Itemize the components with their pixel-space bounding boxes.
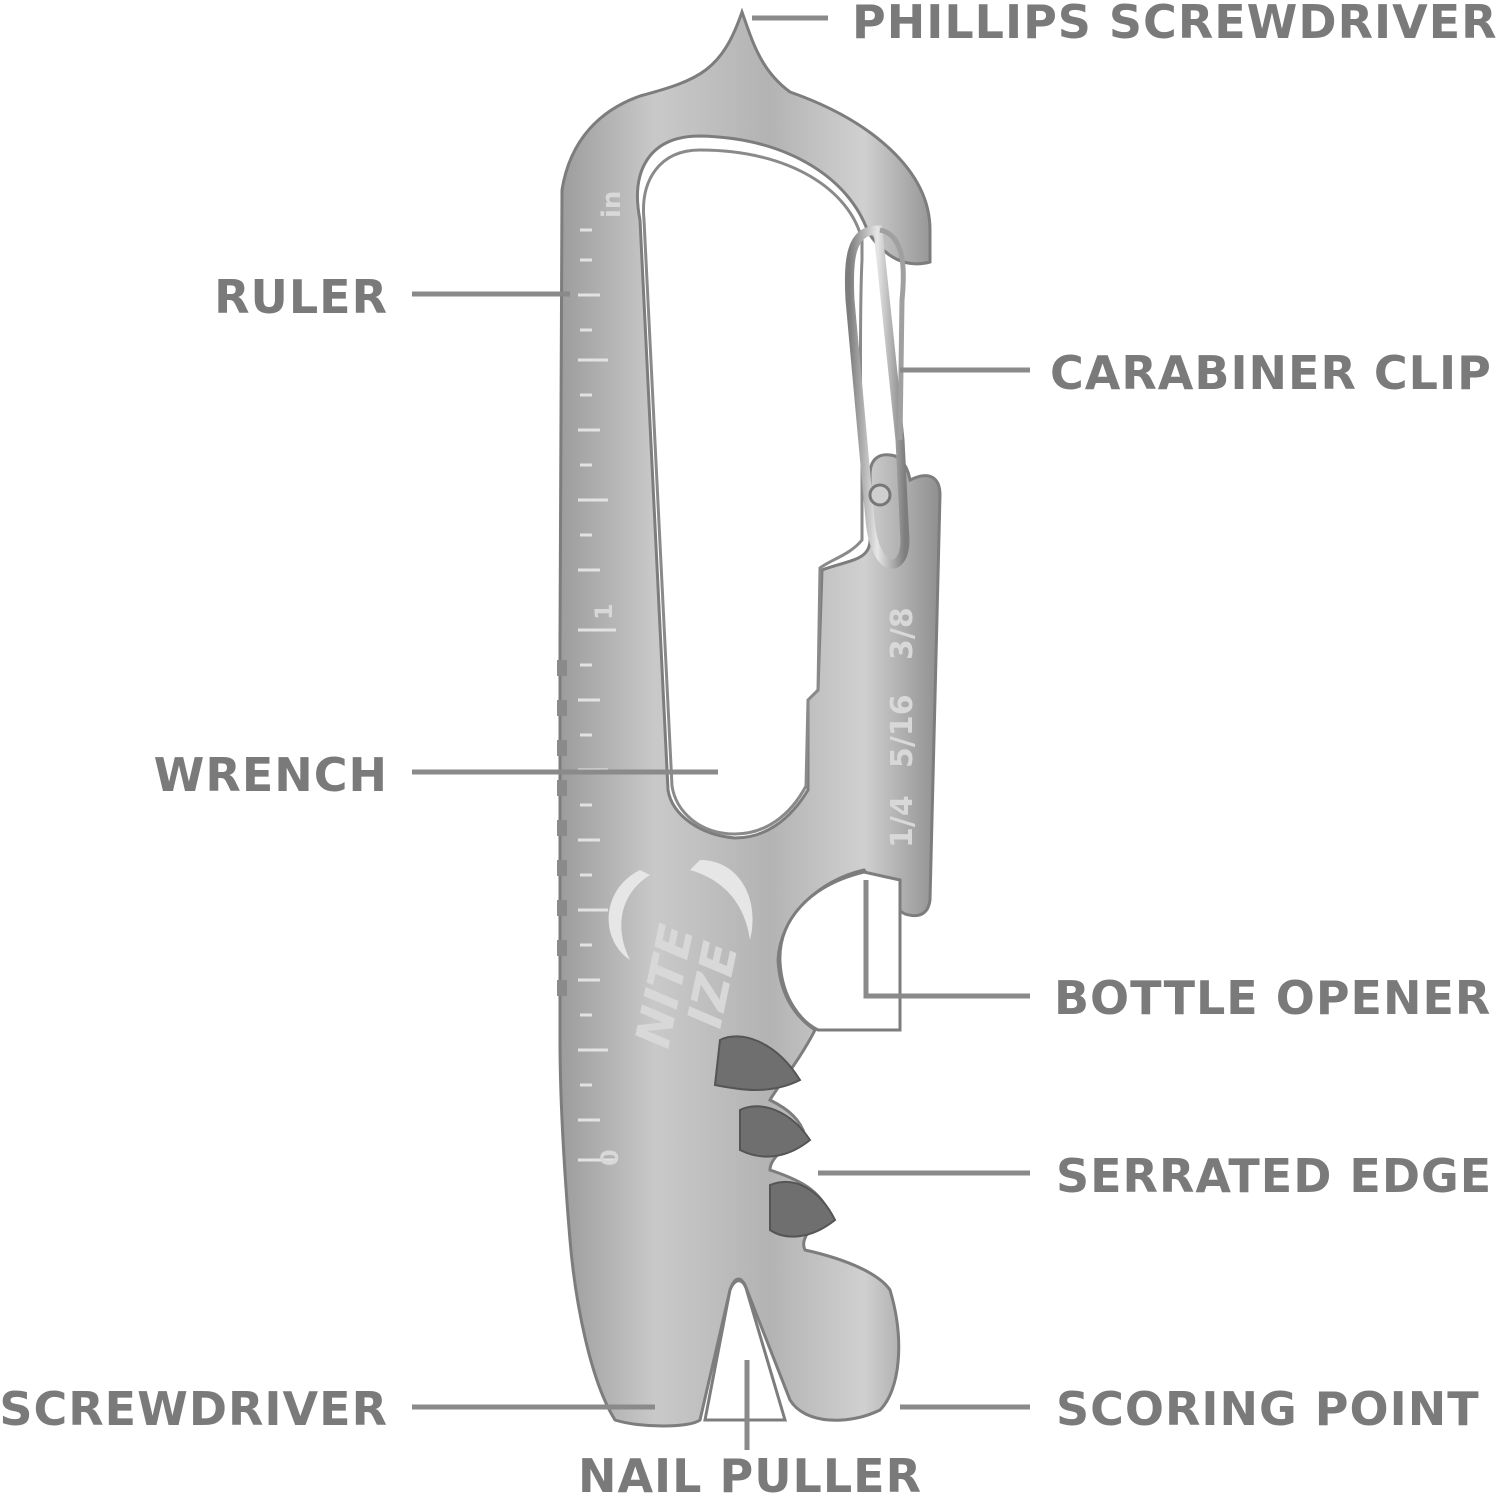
- serrated-teeth: [713, 1035, 837, 1238]
- wrench-size-5-16: 5/16: [885, 694, 920, 768]
- nail-puller-slot: [703, 1279, 788, 1422]
- ruler-ticks: [578, 228, 616, 1162]
- wrench-size-3-8: 3/8: [885, 607, 920, 660]
- bottle-opener-hook: [778, 870, 902, 1032]
- label-serrated-edge: SERRATED EDGE: [1056, 1149, 1492, 1203]
- ruler-mark-one: 1: [590, 603, 618, 620]
- label-phillips-screwdriver: PHILLIPS SCREWDRIVER: [852, 0, 1498, 49]
- carabiner-wire: [844, 225, 910, 569]
- ruler-mark-zero: 0: [596, 1149, 624, 1166]
- label-scoring-point: SCORING POINT: [1056, 1382, 1480, 1436]
- leader-bottle: [863, 880, 1030, 999]
- label-bottle-opener: BOTTLE OPENER: [1054, 971, 1491, 1025]
- wrench-size-1-4: 1/4: [885, 795, 920, 848]
- ruler-unit: in: [597, 191, 627, 218]
- label-screwdriver: SCREWDRIVER: [0, 1382, 388, 1436]
- grip-notches: [557, 660, 567, 996]
- label-carabiner-clip: CARABINER CLIP: [1050, 346, 1492, 400]
- wrench-opening: [642, 148, 864, 836]
- label-wrench: WRENCH: [154, 748, 388, 802]
- label-nail-puller: NAIL PULLER: [578, 1449, 922, 1498]
- label-ruler: RULER: [214, 270, 388, 324]
- leader-lines: [412, 15, 1030, 1450]
- multitool-body: in 1 0 3/8 5/16 1/4 NITE IZE: [557, 7, 942, 1428]
